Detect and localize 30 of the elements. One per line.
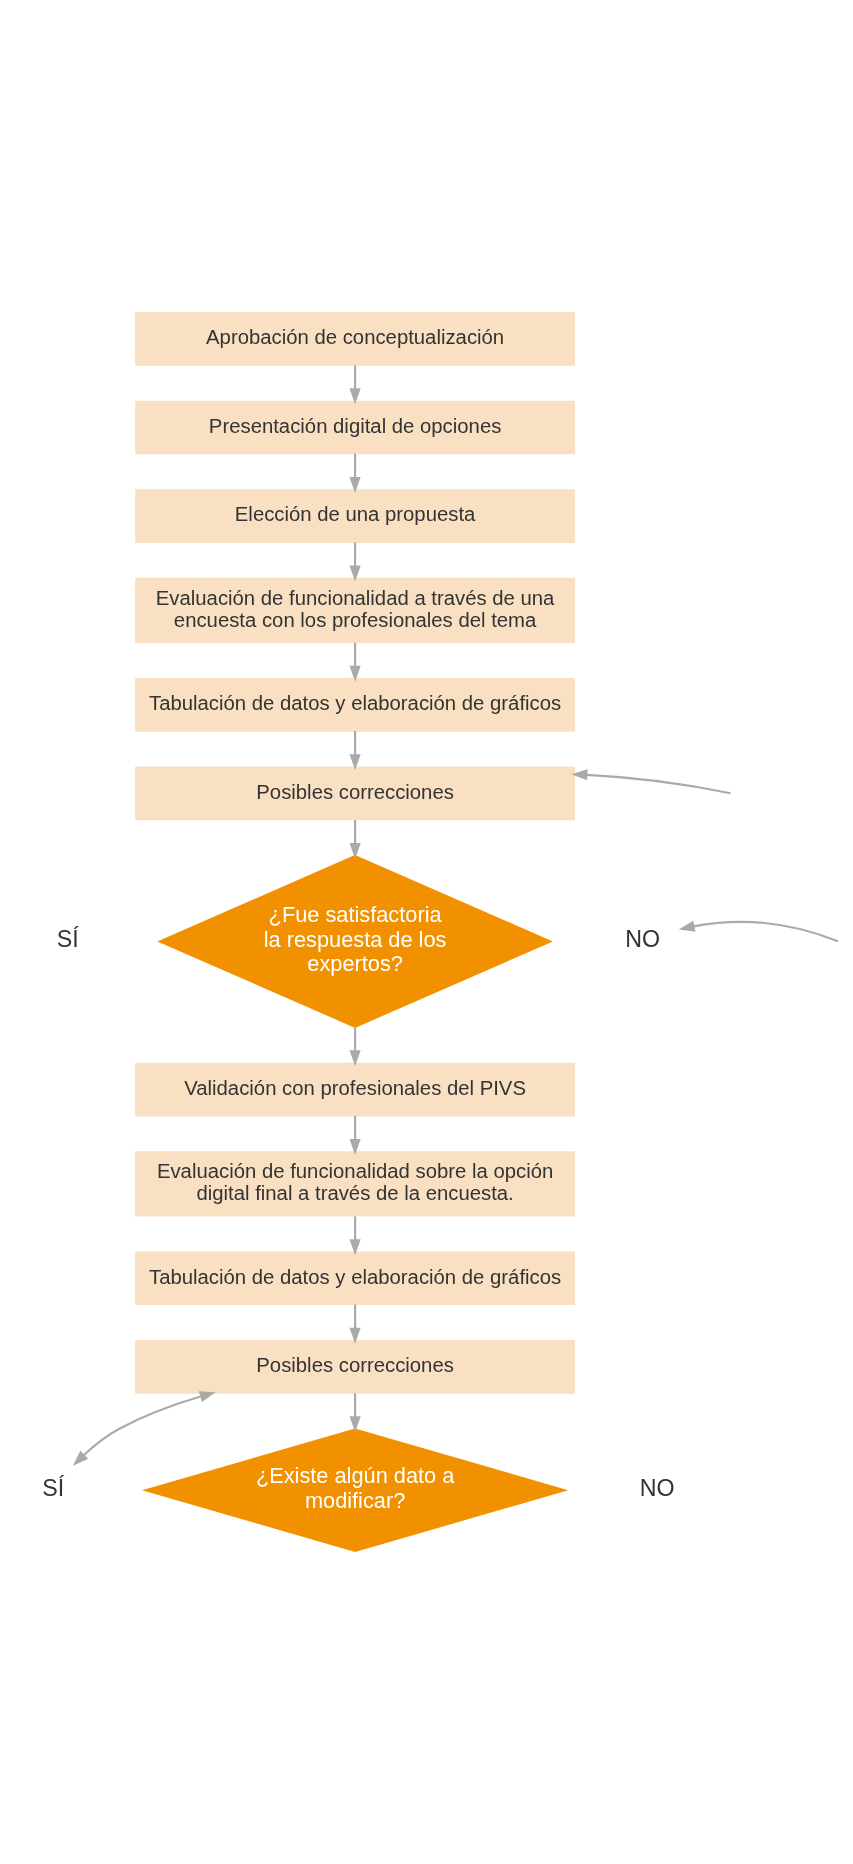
node-box: Aprobación de conceptualización (135, 312, 576, 366)
node-text: SÍ (42, 1474, 65, 1501)
arrow (349, 642, 361, 682)
node-box: Validación con profesionales del PIVS (135, 1062, 576, 1117)
node-box: Posibles correcciones (135, 1339, 576, 1394)
arrow (349, 1393, 361, 1433)
node-box: Posibles correcciones (135, 766, 576, 821)
node-diamond: ¿Fue satisfactoria la respuesta de los expertos? (157, 855, 553, 1028)
arrow (72, 1391, 216, 1466)
node-box: Evaluación de funcionalidad a través de una encuesta con los profesionales del tema (135, 577, 576, 644)
arrow (571, 769, 731, 795)
arrow (349, 820, 361, 860)
node-box: Tabulación de datos y elaboración de gráficos (135, 677, 576, 732)
node-diamond: ¿Existe algún dato a modificar? (142, 1428, 569, 1552)
arrow (349, 1304, 361, 1344)
node-box: Elección de una propuesta (135, 489, 576, 543)
arrow (349, 365, 361, 405)
node-box: Evaluación de funcionalidad sobre la opción digital final a través de la encuesta. (135, 1151, 576, 1217)
node-box: Tabulación de datos y elaboración de gráficos (135, 1251, 576, 1306)
node-text: NO (625, 925, 660, 952)
arrow (349, 542, 361, 582)
arrow (349, 1115, 361, 1155)
arrow (349, 453, 361, 493)
arrow (349, 1027, 361, 1067)
arrow (349, 731, 361, 771)
arrow (678, 920, 839, 943)
node-text: NO (639, 1474, 675, 1501)
node-box: Presentación digital de opciones (135, 400, 576, 455)
node-text: SÍ (56, 925, 79, 952)
arrow (349, 1216, 361, 1256)
